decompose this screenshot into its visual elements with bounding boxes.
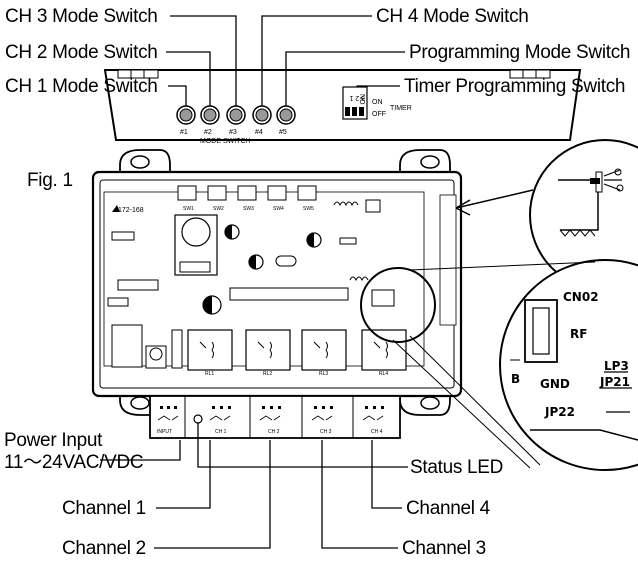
relay-row: RL1 RL2 RL3 RL4: [187, 329, 407, 377]
timer-label: TIMER: [390, 105, 412, 112]
label-ch1-mode-switch: CH 1 Mode Switch: [5, 76, 158, 97]
zoom-b: B: [511, 372, 520, 386]
label-status-led: Status LED: [410, 457, 503, 478]
dip-numbers: 3 2 1: [349, 94, 365, 101]
switch-label-5: #5: [279, 129, 287, 136]
status-led: [193, 414, 203, 424]
board-model: 172-168: [118, 207, 144, 214]
zoom-gnd: GND: [540, 377, 570, 391]
timer-dip-switch[interactable]: 3 2 1 NO: [342, 86, 368, 120]
switch-label-3: #3: [229, 129, 237, 136]
label-ch4-mode-switch: CH 4 Mode Switch: [376, 6, 529, 27]
terminal-ch3: CH 3: [320, 429, 332, 435]
pcb-sw5: SW5: [303, 206, 314, 212]
pcb-sw4: SW4: [273, 206, 284, 212]
mode-switch-1[interactable]: [176, 105, 196, 125]
label-channel3: Channel 3: [402, 538, 486, 559]
pcb-sw1: SW1: [183, 206, 194, 212]
label-channel1: Channel 1: [62, 498, 146, 519]
antenna-pointer: [455, 189, 534, 209]
off-label: OFF: [372, 111, 386, 118]
relay-rl3: RL3: [319, 371, 328, 377]
pcb-sw3: SW3: [243, 206, 254, 212]
figure-label: Fig. 1: [27, 170, 73, 191]
callout-lines: [100, 15, 408, 549]
mode-switch-3[interactable]: [226, 105, 246, 125]
zoom-lp3: LP3: [604, 359, 629, 373]
relay-rl1: RL1: [205, 371, 214, 377]
terminal-ch2: CH 2: [268, 429, 280, 435]
switch-label-2: #2: [204, 129, 212, 136]
relay-rl4: RL4: [379, 371, 388, 377]
pcb-switch-row: SW1 SW2 SW3 SW4 SW5: [177, 185, 317, 212]
terminal-ch4: CH 4: [371, 429, 383, 435]
zoom-cn02: CN02: [563, 290, 599, 304]
connector-zoom: CN02 RF LP3 JP21 GND B JP22: [499, 259, 638, 471]
mode-switch-4[interactable]: [252, 105, 272, 125]
label-power-voltage: 11～24VAC/VDC: [4, 452, 143, 473]
mode-switch-2[interactable]: [200, 105, 220, 125]
on-label: ON: [372, 99, 383, 106]
label-programming-mode-switch: Programming Mode Switch: [409, 42, 630, 63]
zoom-rf: RF: [570, 327, 587, 341]
zoom-jp21: JP21: [599, 375, 630, 389]
label-ch2-mode-switch: CH 2 Mode Switch: [5, 42, 158, 63]
controller-board: SW1 SW2 SW3 SW4 SW5 172-168: [91, 149, 463, 416]
label-ch3-mode-switch: CH 3 Mode Switch: [5, 6, 158, 27]
dip-no-label: NO: [358, 94, 365, 105]
switch-label-1: #1: [180, 129, 188, 136]
antenna-zoom: [529, 139, 638, 291]
terminal-input: INPUT: [157, 429, 172, 435]
switch-label-4: #4: [255, 129, 263, 136]
terminal-block: INPUT CH 1 CH 2 CH 3 CH 4: [149, 395, 401, 439]
label-channel2: Channel 2: [62, 538, 146, 559]
terminal-ch1: CH 1: [215, 429, 227, 435]
relay-rl2: RL2: [263, 371, 272, 377]
mode-switch-label: MODE SWITCH: [200, 138, 251, 145]
label-timer-programming-switch: Timer Programming Switch: [404, 76, 625, 97]
label-power-input: Power Input: [4, 430, 103, 451]
mode-switch-5[interactable]: [276, 105, 296, 125]
zoom-jp22: JP22: [544, 405, 575, 419]
pcb-sw2: SW2: [213, 206, 224, 212]
label-channel4: Channel 4: [406, 498, 491, 519]
